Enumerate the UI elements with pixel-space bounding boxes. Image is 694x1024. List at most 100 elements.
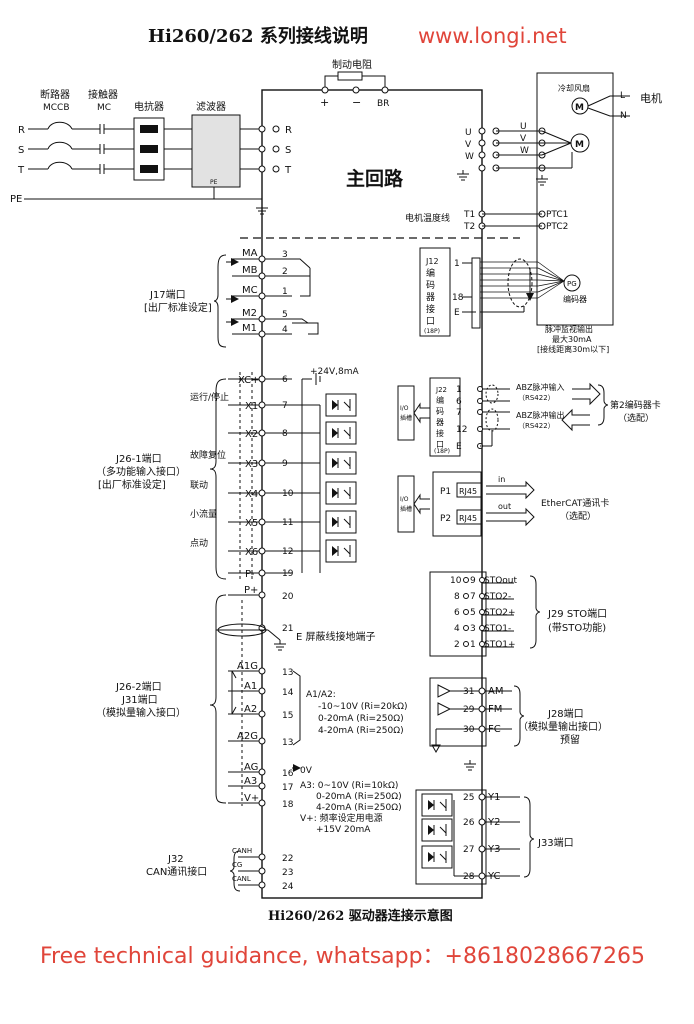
j28-subtitle: （模拟量输出接口） — [518, 720, 608, 733]
terminal — [258, 768, 266, 776]
terminal — [258, 165, 266, 173]
main-circuit-label: 主回路 — [346, 167, 404, 190]
terminal — [477, 426, 483, 432]
j29-term-sto1-: STO1- — [484, 624, 511, 634]
io-slot-text: 插槽 — [400, 505, 412, 513]
j22-char: 接 — [436, 428, 444, 438]
j26-2-term-p: P+ — [244, 585, 258, 596]
terminal — [258, 255, 266, 263]
j29-term-sto2-: STO2- — [484, 592, 511, 602]
ethercat-arrow — [486, 480, 535, 500]
j29-term-sto1+: STO1+ — [484, 640, 516, 650]
ethercat-dir-out: out — [498, 502, 511, 511]
terminal — [478, 151, 486, 159]
svg-text:M: M — [575, 140, 584, 150]
terminal — [478, 164, 486, 172]
terminal — [258, 401, 266, 409]
ptc-term-label: PTC2 — [546, 222, 568, 232]
j12-pin-1: 1 — [454, 259, 460, 269]
j26-1-pin: 10 — [282, 489, 294, 499]
j26-1-port: XC+6运行/停止X17X28故障复位X39联动X410小流量X511点动X61… — [190, 372, 357, 580]
terminal — [258, 429, 266, 437]
a12-spec-line: 4-20mA (Ri=250Ω) — [318, 726, 404, 736]
j28-pin: 29 — [463, 705, 475, 715]
j29-term-sto2+: STO2+ — [484, 608, 516, 618]
motor-input-w: W — [520, 146, 529, 156]
j12-pin-18: 18 — [452, 293, 464, 303]
terminal — [478, 872, 486, 880]
a3-spec-line: 0-20mA (Ri=250Ω) — [316, 792, 402, 802]
io-slot-arrow — [413, 493, 430, 515]
reactor-label: 电抗器 — [134, 100, 164, 113]
svg-text:−: − — [352, 96, 361, 109]
j33-pin: 27 — [463, 845, 474, 855]
j26-1-pin: 6 — [282, 375, 288, 385]
j26-1-pin: 7 — [282, 401, 288, 411]
j28-title: J28端口 — [547, 707, 584, 720]
j26-1-subtitle: （多功能输入接口） — [96, 465, 186, 478]
io-slot-box — [397, 385, 415, 441]
terminal — [258, 145, 266, 153]
j26-2-pin-21: 21 — [282, 624, 293, 634]
pe-label: PE — [10, 194, 22, 205]
ethercat-dir-in: in — [498, 475, 505, 484]
j26-2-term-ag: AG — [244, 762, 258, 773]
terminal — [258, 881, 266, 889]
a12-spec-line: -10~10V (Ri=20kΩ) — [318, 702, 408, 712]
terminal — [258, 125, 266, 133]
j26-1-func: 运行/停止 — [190, 391, 229, 403]
ethercat-card — [432, 471, 482, 537]
j17-subtitle: [出厂标准设定] — [144, 301, 212, 314]
j26-1-func: 小流量 — [190, 508, 217, 520]
encoder-label: 编码器 — [563, 294, 587, 304]
line-label-s: S — [18, 145, 24, 156]
motor-input-v: V — [520, 134, 527, 144]
breaker-code: MCCB — [43, 103, 70, 113]
reactor-coil — [140, 165, 158, 173]
j12-pin-e: E — [454, 308, 460, 318]
j22-pin-7: 7 — [456, 408, 462, 418]
terminal — [463, 593, 469, 599]
io-slot-arrow — [413, 402, 430, 424]
encoder-card-option: （选配） — [618, 412, 654, 424]
ethercat-label: EtherCAT通讯卡 — [541, 497, 609, 509]
encoder-card-label: 第2编码器卡 — [610, 399, 661, 411]
j22-pin-6: 6 — [456, 397, 462, 407]
brake-resistor — [337, 71, 363, 81]
output-label-w: W — [465, 152, 474, 162]
j17-term-m2: M2 — [242, 308, 257, 319]
terminal — [258, 687, 266, 695]
j32-title: J32 — [167, 854, 184, 865]
terminal — [463, 625, 469, 631]
j12-char: 口 — [426, 317, 435, 327]
j26-2-term-a3: A3 — [244, 776, 257, 787]
io-slot-label: I/O — [400, 405, 409, 412]
encoder-icon — [563, 274, 581, 292]
terminal — [463, 577, 469, 583]
optocoupler-icon — [325, 539, 357, 563]
j32-term-cg: CG — [232, 861, 242, 869]
zero-v-label: 0V — [300, 766, 313, 776]
breaker-label: 断路器 — [40, 88, 70, 101]
j26-2-pin: 13 — [282, 738, 293, 748]
j32-subtitle: CAN通讯接口 — [146, 865, 207, 878]
reactor-coil — [140, 145, 158, 153]
io-slot-box — [397, 475, 415, 533]
terminal — [477, 386, 483, 392]
terminal — [477, 398, 483, 404]
j29-pin-right: 9 — [470, 576, 476, 586]
terminal — [258, 518, 266, 526]
j28-reserved: 预留 — [560, 733, 580, 746]
watermark-url: www.longi.net — [418, 24, 567, 48]
terminal — [478, 793, 486, 801]
terminal — [478, 725, 486, 733]
terminal — [272, 145, 280, 153]
